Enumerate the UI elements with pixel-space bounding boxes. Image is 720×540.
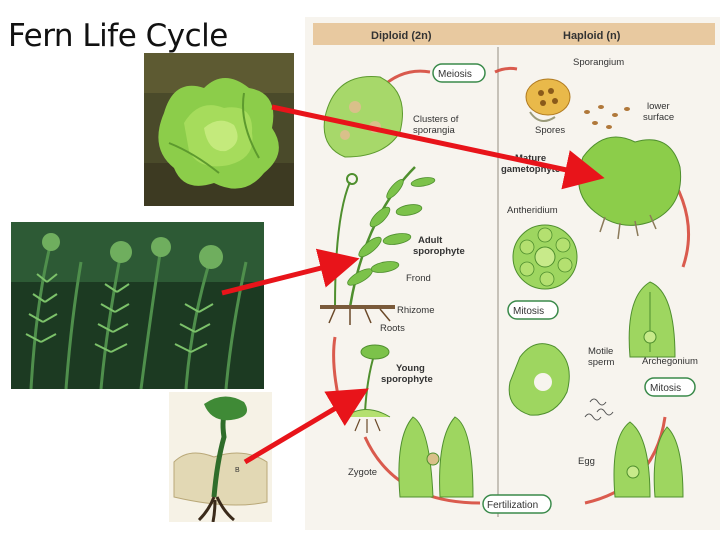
mitosis-label-2: Mitosis <box>650 383 681 394</box>
cycle-arrow-2 <box>494 66 518 74</box>
archegonium-label: Archegonium <box>642 356 698 367</box>
surface-label: surface <box>643 112 674 123</box>
motile-label-2: sperm <box>588 357 614 368</box>
young-sporophyte-photo: B <box>169 392 272 522</box>
clusters-label-1: Clusters of <box>413 114 459 125</box>
motile-label-1: Motile <box>588 346 613 357</box>
frond-label: Frond <box>406 273 431 284</box>
gametophyte-photo <box>144 53 294 206</box>
adult-label-2: sporophyte <box>413 246 465 257</box>
egg-label: Egg <box>578 456 595 467</box>
mitosis-pill-2 <box>644 377 696 397</box>
antheridium-illustration <box>512 224 578 290</box>
mitosis-label-1: Mitosis <box>513 306 544 317</box>
fern-fronds-photo <box>11 222 264 389</box>
antheridium-label: Antheridium <box>507 205 558 216</box>
meiosis-label: Meiosis <box>438 69 472 80</box>
clusters-label-2: sporangia <box>413 125 455 136</box>
rhizome-label: Rhizome <box>397 305 435 316</box>
open-antheridium-illustration <box>508 343 570 416</box>
mature-label-2: gametophyte <box>501 164 560 175</box>
slide-title: Fern Life Cycle <box>8 18 228 54</box>
life-cycle-diagram: Diploid (2n) Haploid (n) Meiosis Sporang… <box>305 17 720 530</box>
archegonium-illustration <box>628 281 676 358</box>
meiosis-pill <box>432 63 486 83</box>
photo-letter: B <box>235 467 240 474</box>
egg-illustration <box>613 421 684 498</box>
lower-label: lower <box>647 101 670 112</box>
sporangium-label: Sporangium <box>573 57 624 68</box>
roots-label: Roots <box>380 323 405 334</box>
mature-label-1: Mature <box>515 153 546 164</box>
mitosis-pill-1 <box>507 300 559 320</box>
zygote-illustration <box>398 416 474 498</box>
fertilization-label: Fertilization <box>487 500 538 511</box>
adult-label-1: Adult <box>418 235 443 246</box>
zygote-label: Zygote <box>348 467 377 478</box>
header-bar <box>313 23 715 45</box>
diploid-header: Diploid (2n) <box>371 30 432 42</box>
young-label-1: Young <box>396 363 425 374</box>
spores-label: Spores <box>535 125 565 136</box>
haploid-header: Haploid (n) <box>563 30 621 42</box>
fertilization-pill <box>482 494 552 514</box>
sperm-illustration <box>584 398 614 421</box>
young-label-2: sporophyte <box>381 374 433 385</box>
